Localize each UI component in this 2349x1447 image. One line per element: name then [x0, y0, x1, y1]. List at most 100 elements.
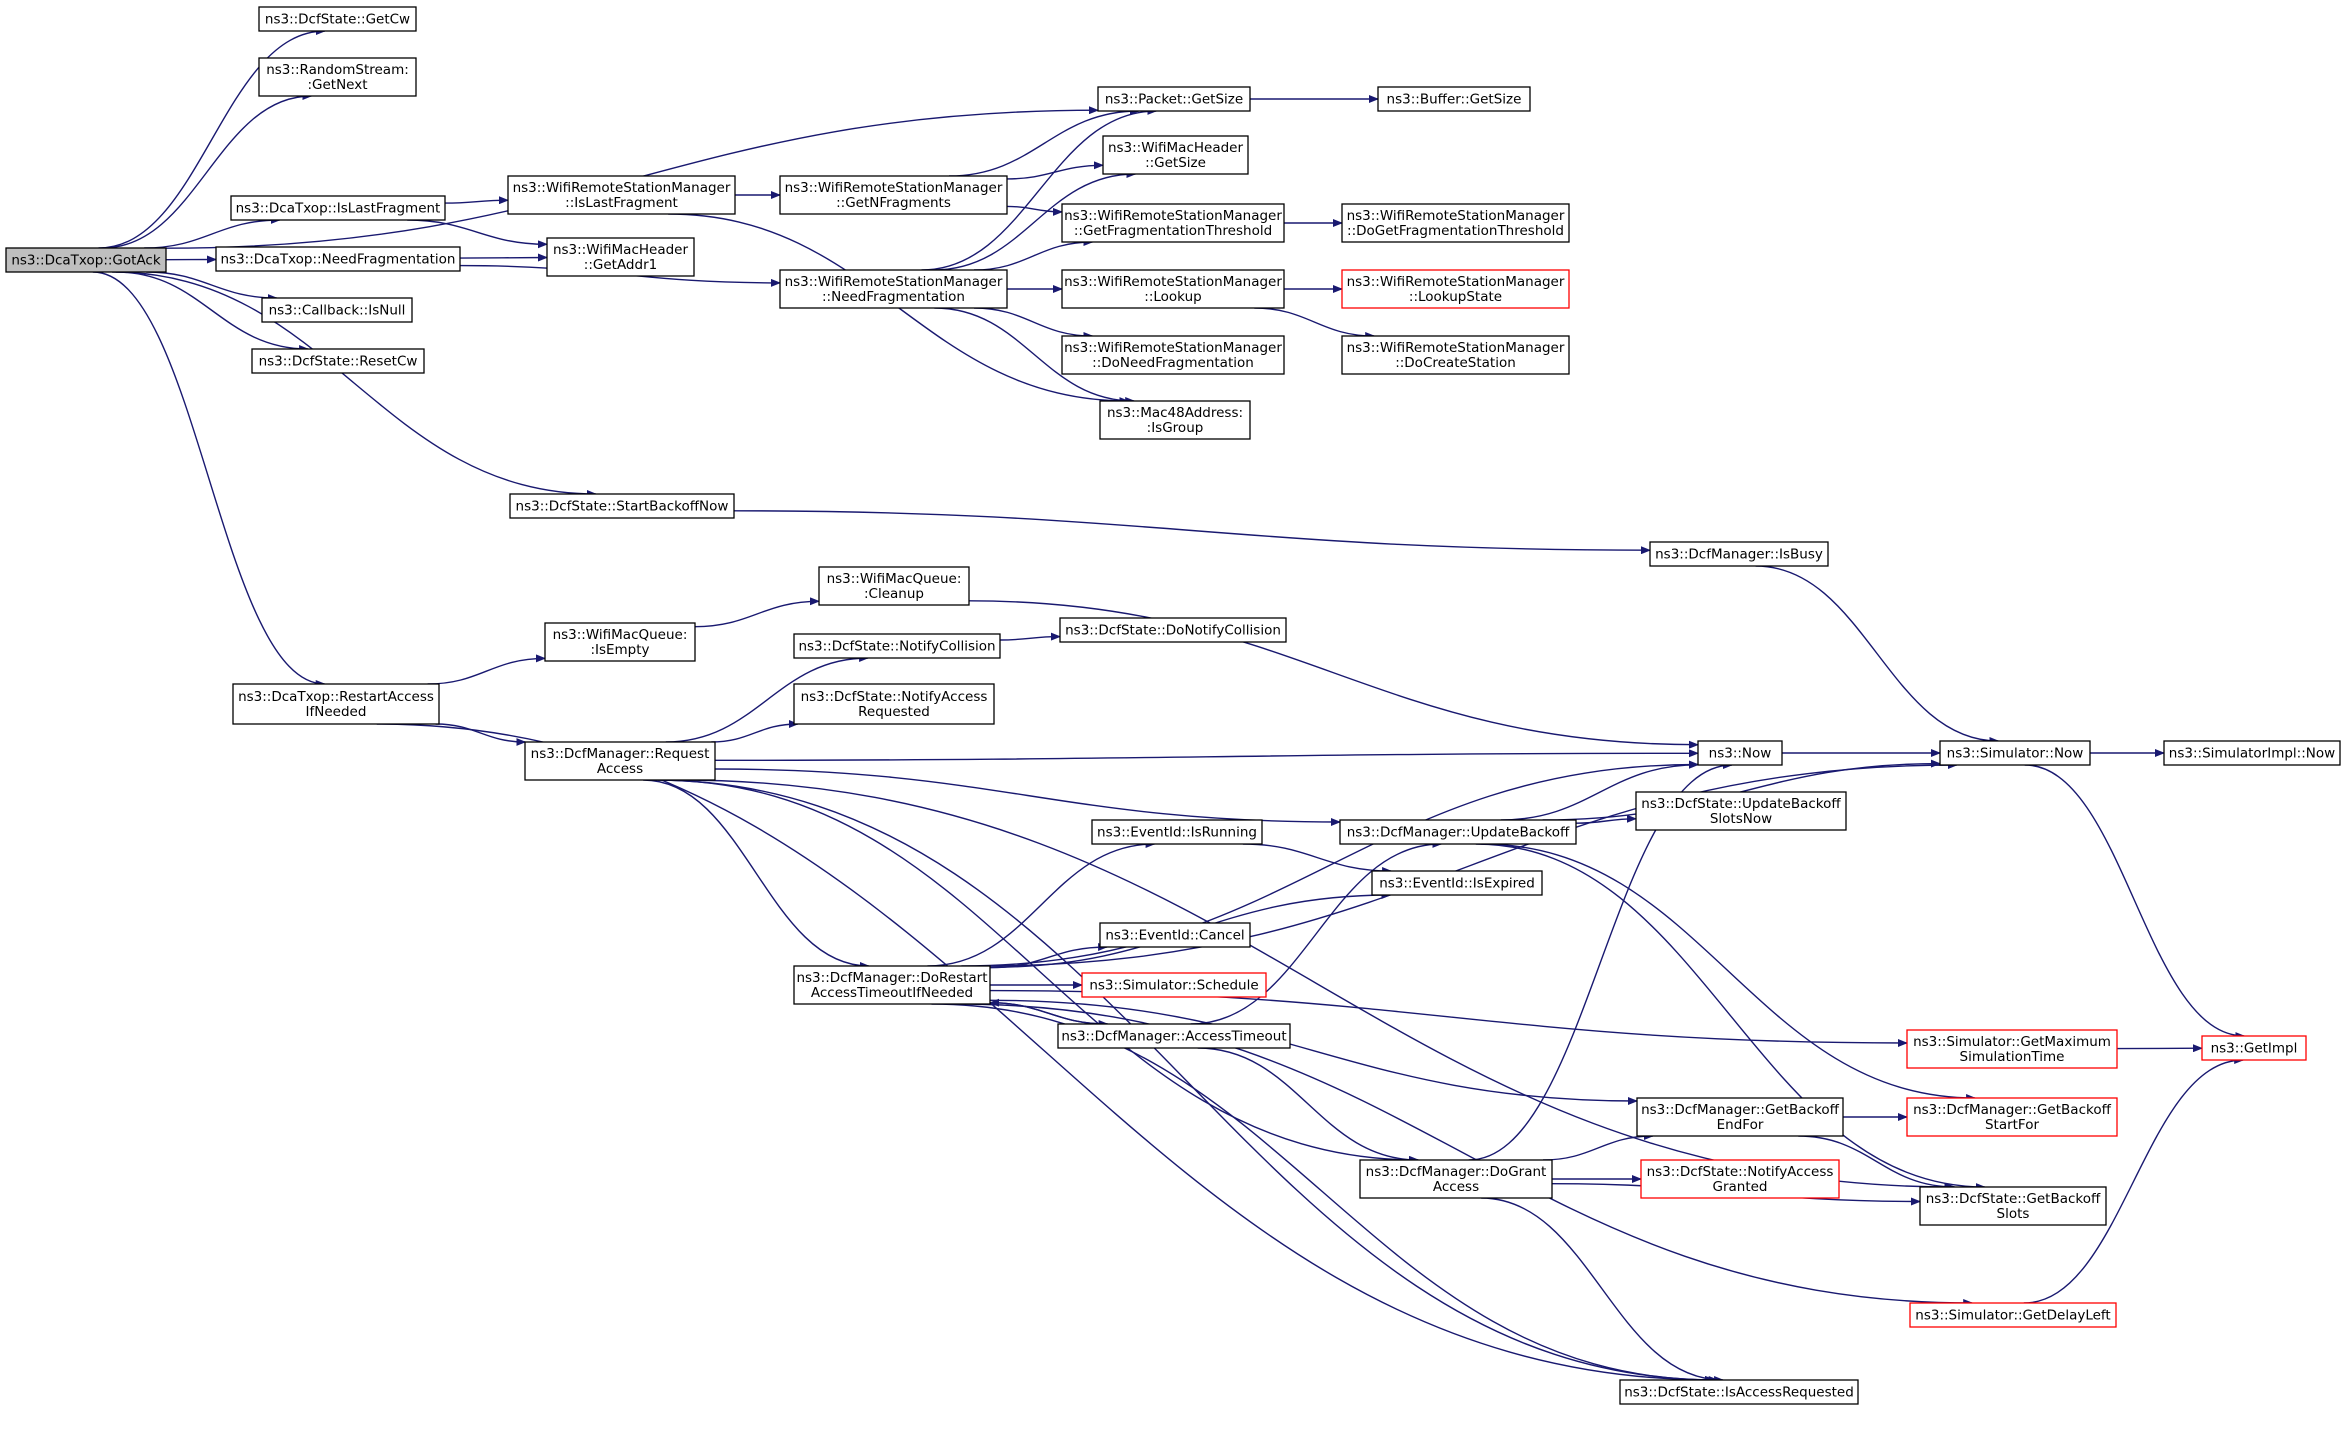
node-box-startbackoff[interactable]: [509, 493, 735, 519]
node-now[interactable]: ns3::Now: [1697, 740, 1783, 766]
node-dcfm_dorestart[interactable]: ns3::DcfManager::DoRestartAccessTimeoutI…: [793, 965, 991, 1005]
node-box-dcf_isaccessreq[interactable]: [1619, 1379, 1859, 1405]
node-sim_getdelayleft[interactable]: ns3::Simulator::GetDelayLeft: [1909, 1302, 2117, 1328]
node-getimpl[interactable]: ns3::GetImpl: [2201, 1035, 2307, 1061]
node-box-now[interactable]: [1697, 740, 1783, 766]
node-box-dcfm_accesstimeout[interactable]: [1057, 1023, 1291, 1049]
node-box-wmh_getaddr1[interactable]: [546, 237, 695, 277]
node-box-dcfm_dorestart[interactable]: [793, 965, 991, 1005]
node-box-wrsm_getnfrag[interactable]: [779, 175, 1008, 215]
node-wrsm_islastfrag[interactable]: ns3::WifiRemoteStationManager::IsLastFra…: [507, 175, 736, 215]
node-box-wmq_cleanup[interactable]: [818, 566, 970, 606]
node-box-wmq_isempty[interactable]: [544, 622, 696, 662]
node-box-wrsm_dogetfragthr[interactable]: [1341, 203, 1570, 243]
node-box-dcf_getbackoffslots[interactable]: [1919, 1186, 2107, 1226]
node-box-dcfm_dogrant[interactable]: [1359, 1159, 1553, 1199]
node-wrsm_lookupstate[interactable]: ns3::WifiRemoteStationManager::LookupSta…: [1341, 269, 1570, 309]
node-wmh_getsize[interactable]: ns3::WifiMacHeader::GetSize: [1102, 135, 1249, 175]
node-box-sim_getdelayleft[interactable]: [1909, 1302, 2117, 1328]
node-wmq_cleanup[interactable]: ns3::WifiMacQueue::Cleanup: [818, 566, 970, 606]
node-eid_cancel[interactable]: ns3::EventId::Cancel: [1099, 922, 1251, 948]
node-box-eid_cancel[interactable]: [1099, 922, 1251, 948]
node-box-wrsm_needfrag[interactable]: [779, 269, 1008, 309]
node-wmh_getaddr1[interactable]: ns3::WifiMacHeader::GetAddr1: [546, 237, 695, 277]
node-buf_getsize[interactable]: ns3::Buffer::GetSize: [1377, 86, 1531, 112]
node-wrsm_lookup[interactable]: ns3::WifiRemoteStationManager::Lookup: [1061, 269, 1285, 309]
node-box-dcf_updatebackoffslots[interactable]: [1635, 791, 1847, 831]
node-box-dcfm_requestaccess[interactable]: [524, 741, 716, 781]
node-box-dcfm_updatebackoff[interactable]: [1339, 819, 1577, 845]
node-box-eid_isexpired[interactable]: [1371, 870, 1543, 896]
node-dcf_notifycollision[interactable]: ns3::DcfState::NotifyCollision: [793, 633, 1001, 659]
node-pkt_getsize[interactable]: ns3::Packet::GetSize: [1097, 86, 1251, 112]
node-mac48_isgroup[interactable]: ns3::Mac48Address::IsGroup: [1099, 400, 1251, 440]
node-simimpl_now[interactable]: ns3::SimulatorImpl::Now: [2163, 740, 2341, 766]
node-box-mac48_isgroup[interactable]: [1099, 400, 1251, 440]
node-box-wrsm_lookupstate[interactable]: [1341, 269, 1570, 309]
node-dcfm_isbusy[interactable]: ns3::DcfManager::IsBusy: [1649, 541, 1829, 567]
node-box-getimpl[interactable]: [2201, 1035, 2307, 1061]
node-box-dcfm_getbackoffstartfor[interactable]: [1906, 1097, 2118, 1137]
node-box-wrsm_docreatestation[interactable]: [1341, 335, 1570, 375]
node-islastfrag[interactable]: ns3::DcaTxop::IsLastFragment: [230, 195, 446, 221]
node-eid_isexpired[interactable]: ns3::EventId::IsExpired: [1371, 870, 1543, 896]
node-box-restartaccess[interactable]: [232, 683, 440, 725]
node-box-wrsm_getfragthr[interactable]: [1061, 203, 1285, 243]
node-box-dcfm_getbackoffendfor[interactable]: [1636, 1097, 1844, 1137]
node-box-eid_isrunning[interactable]: [1091, 819, 1263, 845]
node-box-dcfm_isbusy[interactable]: [1649, 541, 1829, 567]
node-wrsm_getfragthr[interactable]: ns3::WifiRemoteStationManager::GetFragme…: [1061, 203, 1285, 243]
node-box-sim_schedule[interactable]: [1081, 972, 1267, 998]
node-box-sim_getmaxtime[interactable]: [1906, 1029, 2118, 1069]
node-dcfm_accesstimeout[interactable]: ns3::DcfManager::AccessTimeout: [1057, 1023, 1291, 1049]
node-box-simimpl_now[interactable]: [2163, 740, 2341, 766]
node-wmq_isempty[interactable]: ns3::WifiMacQueue::IsEmpty: [544, 622, 696, 662]
node-box-dcf_notifycollision[interactable]: [793, 633, 1001, 659]
node-box-dcf_donotifycollision[interactable]: [1059, 617, 1287, 643]
node-box-wrsm_islastfrag[interactable]: [507, 175, 736, 215]
node-box-wrsm_lookup[interactable]: [1061, 269, 1285, 309]
node-box-wmh_getsize[interactable]: [1102, 135, 1249, 175]
node-sim_now[interactable]: ns3::Simulator::Now: [1939, 740, 2091, 766]
node-dcf_donotifycollision[interactable]: ns3::DcfState::DoNotifyCollision: [1059, 617, 1287, 643]
node-box-islastfrag[interactable]: [230, 195, 446, 221]
node-dcf_getcw[interactable]: ns3::DcfState::GetCw: [258, 6, 417, 32]
node-box-cb_isnull[interactable]: [261, 297, 413, 323]
node-box-sim_now[interactable]: [1939, 740, 2091, 766]
node-box-dcf_getcw[interactable]: [258, 6, 417, 32]
node-needfrag[interactable]: ns3::DcaTxop::NeedFragmentation: [215, 246, 461, 272]
node-startbackoff[interactable]: ns3::DcfState::StartBackoffNow: [509, 493, 735, 519]
node-wrsm_needfrag[interactable]: ns3::WifiRemoteStationManager::NeedFragm…: [779, 269, 1008, 309]
node-box-gotack[interactable]: [5, 247, 167, 273]
node-eid_isrunning[interactable]: ns3::EventId::IsRunning: [1091, 819, 1263, 845]
node-box-pkt_getsize[interactable]: [1097, 86, 1251, 112]
node-box-needfrag[interactable]: [215, 246, 461, 272]
node-wrsm_dogetfragthr[interactable]: ns3::WifiRemoteStationManager::DoGetFrag…: [1341, 203, 1570, 243]
node-dcfm_updatebackoff[interactable]: ns3::DcfManager::UpdateBackoff: [1339, 819, 1577, 845]
node-sim_schedule[interactable]: ns3::Simulator::Schedule: [1081, 972, 1267, 998]
node-dcf_isaccessreq[interactable]: ns3::DcfState::IsAccessRequested: [1619, 1379, 1859, 1405]
node-wrsm_doneedfrag[interactable]: ns3::WifiRemoteStationManager::DoNeedFra…: [1061, 335, 1285, 375]
node-box-buf_getsize[interactable]: [1377, 86, 1531, 112]
node-box-wrsm_doneedfrag[interactable]: [1061, 335, 1285, 375]
node-box-dcf_notifyaccessgranted[interactable]: [1640, 1159, 1840, 1199]
node-box-dcf_notifyaccessreq[interactable]: [793, 683, 995, 725]
node-resetcw[interactable]: ns3::DcfState::ResetCw: [251, 348, 425, 374]
node-rs_getnext[interactable]: ns3::RandomStream::GetNext: [258, 57, 417, 97]
node-wrsm_getnfrag[interactable]: ns3::WifiRemoteStationManager::GetNFragm…: [779, 175, 1008, 215]
node-gotack[interactable]: ns3::DcaTxop::GotAck: [5, 247, 167, 273]
node-box-resetcw[interactable]: [251, 348, 425, 374]
node-box-rs_getnext[interactable]: [258, 57, 417, 97]
node-cb_isnull[interactable]: ns3::Callback::IsNull: [261, 297, 413, 323]
node-wrsm_docreatestation[interactable]: ns3::WifiRemoteStationManager::DoCreateS…: [1341, 335, 1570, 375]
